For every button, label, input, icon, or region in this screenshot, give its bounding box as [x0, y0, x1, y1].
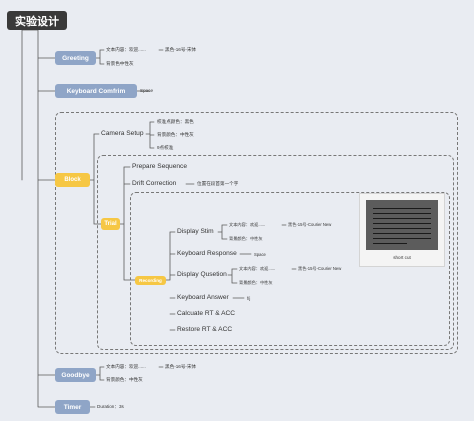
display-question-text-content: 文本内容：欢迎...... [239, 266, 276, 271]
preview-text-line [373, 243, 407, 244]
block-group-outline [55, 112, 458, 354]
restore-rt-acc-node[interactable]: Restore RT & ACC [177, 326, 233, 333]
camera-setup-node[interactable]: Camera Setup [101, 130, 144, 137]
preview-text-line [373, 233, 431, 234]
preview-text-line [373, 228, 431, 229]
display-stim-background: 背景颜色：中性灰 [229, 236, 263, 241]
screenshot-preview-card[interactable]: short cut [359, 193, 445, 267]
drift-correction-node[interactable]: Drift Correction [132, 180, 177, 187]
goodbye-text-content: 文本内容：欢迎...... [106, 364, 146, 369]
display-question-node[interactable]: Display Qusetion [177, 271, 227, 278]
preview-text-line [373, 238, 431, 239]
trial-group-outline [97, 155, 454, 350]
trial-node[interactable]: Trial [101, 218, 120, 230]
camera-background-color: 背景颜色：中性灰 [157, 132, 194, 137]
goodbye-node[interactable]: Goodbye [55, 368, 96, 382]
timer-node[interactable]: Timer [55, 400, 90, 414]
camera-calibration-color: 校准点颜色：黑色 [157, 119, 194, 124]
recording-group-outline [130, 192, 450, 346]
recording-node[interactable]: Recording [135, 276, 166, 285]
screenshot-preview-image [366, 200, 438, 250]
greeting-node[interactable]: Greeting [55, 51, 96, 65]
display-question-background: 背景颜色：中性灰 [239, 280, 273, 285]
keyboard-answer-node[interactable]: Keyboard Answer [177, 294, 229, 301]
drift-correction-position: 位置在段首第一个字 [197, 181, 239, 186]
calculate-rt-acc-node[interactable]: Calcuate RT & ACC [177, 310, 236, 317]
keyboard-response-node[interactable]: Keyboard Response [177, 250, 237, 257]
display-stim-node[interactable]: Display Stim [177, 228, 214, 235]
keyboard-response-key: Space [254, 252, 266, 257]
greeting-text-style: 黑色-16号-宋体 [165, 47, 197, 52]
preview-text-line [373, 213, 431, 214]
greeting-text-content: 文本内容：欢迎...... [106, 47, 146, 52]
camera-nine-point: 9点校准 [157, 145, 174, 150]
display-stim-text-content: 文本内容：欢迎...... [229, 222, 266, 227]
timer-duration: Duration：3s [97, 404, 124, 409]
goodbye-background: 背景颜色：中性灰 [106, 377, 143, 382]
preview-text-line [373, 208, 431, 209]
prepare-sequence-node[interactable]: Prepare Sequence [132, 163, 187, 170]
greeting-background: 背景色中性灰 [106, 61, 134, 66]
goodbye-text-style: 黑色-16号-宋体 [165, 364, 197, 369]
keyboard-confirm-key: Space [140, 88, 154, 93]
preview-text-line [373, 223, 431, 224]
keyboard-answer-keys: f/j [247, 296, 251, 301]
display-stim-text-style: 黑色-15号-Courier New [288, 222, 332, 227]
root-node[interactable]: 实验设计 [7, 11, 67, 30]
display-question-text-style: 黑色-15号-Courier New [298, 266, 342, 271]
keyboard-confirm-node[interactable]: Keyboard Comfrim [55, 84, 137, 98]
preview-text-line [373, 218, 431, 219]
block-node[interactable]: Block [55, 173, 90, 187]
screenshot-preview-label: short cut [393, 255, 411, 260]
